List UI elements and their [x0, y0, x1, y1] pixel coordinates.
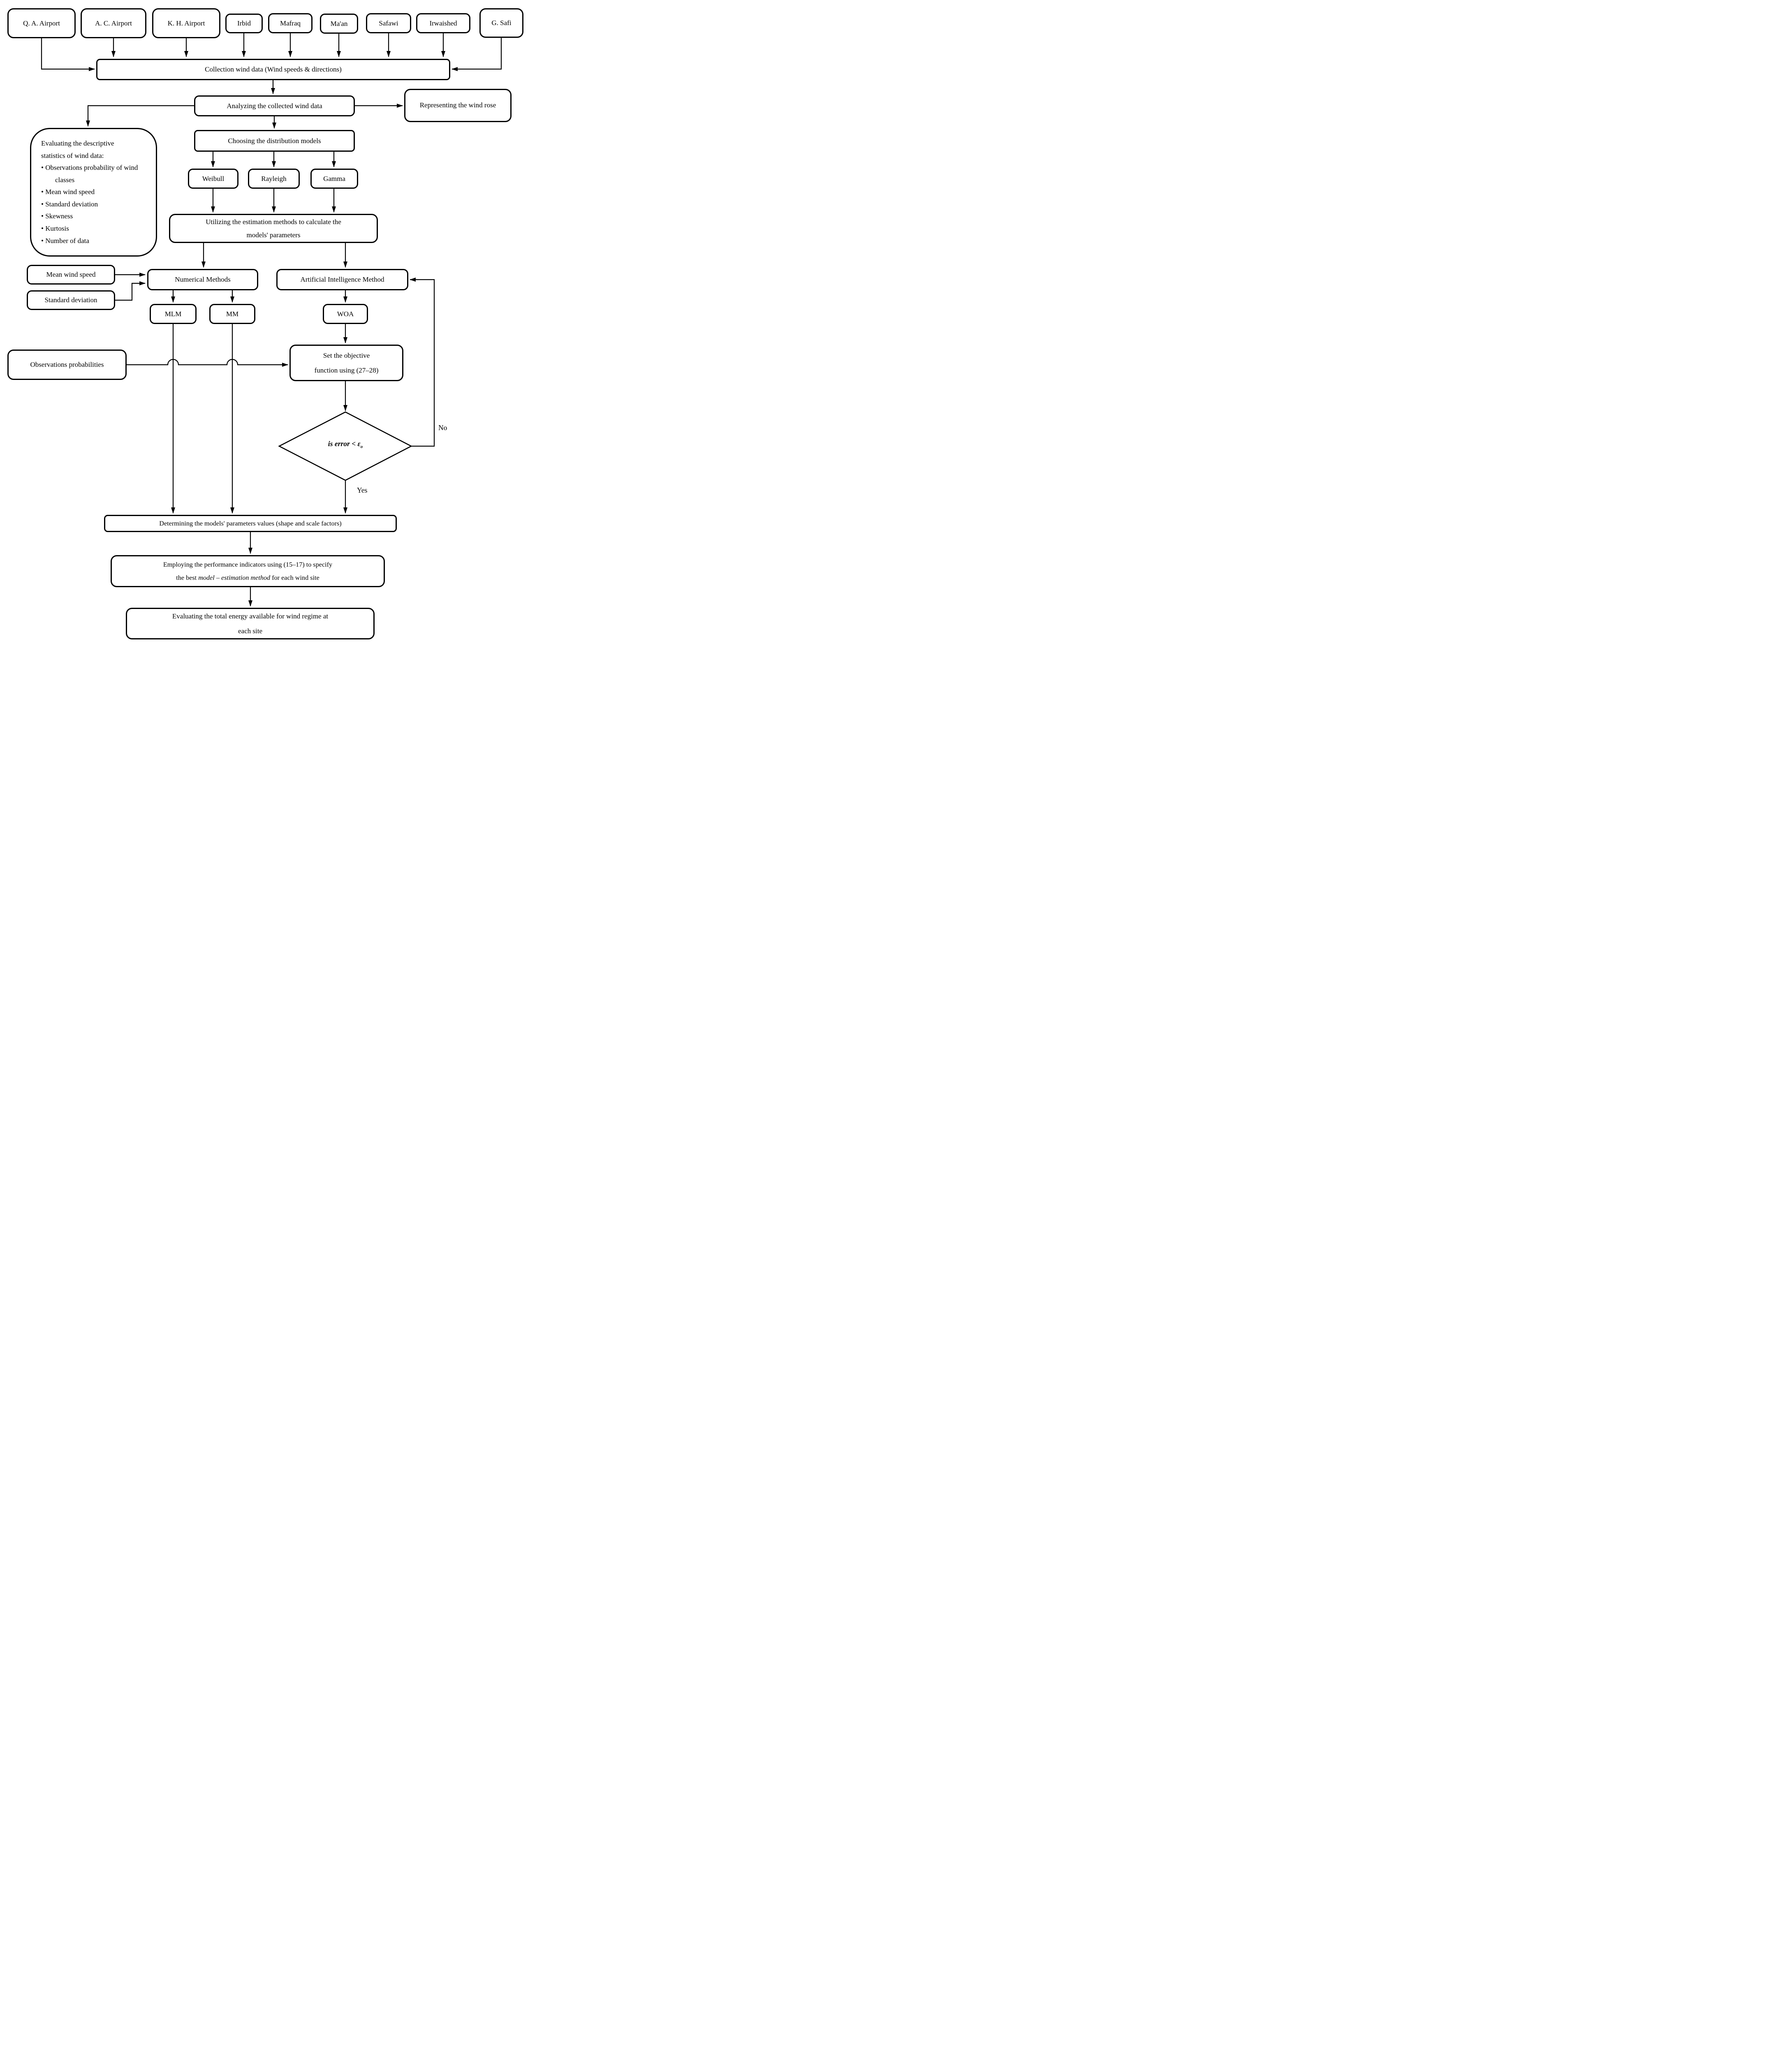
process-label-line2: the best model – estimation method for e… — [176, 571, 319, 584]
process-label: Analyzing the collected wind data — [227, 102, 322, 110]
statistics-bullet: Standard deviation — [41, 198, 151, 211]
statistics-bullet: Kurtosis — [41, 222, 151, 235]
statistics-bullet: Number of data — [41, 235, 151, 247]
process-employing-performance-indicators: Employing the performance indicators usi… — [111, 555, 385, 587]
process-artificial-intelligence-method: Artificial Intelligence Method — [276, 269, 408, 290]
method-label: MM — [226, 310, 239, 318]
process-evaluating-total-energy: Evaluating the total energy available fo… — [126, 608, 375, 639]
process-label-line2: each site — [238, 627, 262, 635]
process-utilizing-estimation-methods: Utilizing the estimation methods to calc… — [169, 214, 378, 243]
input-box-mean-wind-speed: Mean wind speed — [27, 265, 115, 285]
source-label: Mafraq — [280, 19, 301, 27]
input-box-standard-deviation: Standard deviation — [27, 290, 115, 310]
process-numerical-methods: Numerical Methods — [147, 269, 258, 290]
line2-italic: model – estimation method — [198, 574, 271, 581]
source-box-ac-airport: A. C. Airport — [81, 8, 146, 38]
model-box-rayleigh: Rayleigh — [248, 169, 300, 189]
process-label: Numerical Methods — [175, 276, 231, 284]
process-collection-wind-data: Collection wind data (Wind speeds & dire… — [96, 59, 450, 80]
statistics-title-line1: Evaluating the descriptive — [41, 139, 114, 147]
process-label-line1: Evaluating the total energy available fo… — [172, 612, 329, 620]
source-box-mafraq: Mafraq — [268, 13, 313, 33]
process-label-line1: Set the objective — [323, 351, 370, 359]
source-box-qa-airport: Q. A. Airport — [7, 8, 76, 38]
source-label: Q. A. Airport — [23, 19, 60, 27]
input-label: Observations probabilities — [30, 361, 104, 369]
source-label: Irbid — [237, 19, 251, 28]
decision-diamond — [278, 411, 412, 481]
input-label: Mean wind speed — [46, 271, 96, 279]
source-label: Safawi — [379, 19, 398, 27]
statistics-bullet: Skewness — [41, 210, 151, 222]
process-representing-wind-rose: Representing the wind rose — [404, 89, 512, 122]
process-set-objective-function: Set the objective function using (27–28) — [289, 345, 403, 381]
process-determining-parameters: Determining the models' parameters value… — [104, 515, 397, 532]
statistics-summary-box: Evaluating the descriptive statistics of… — [30, 128, 157, 257]
model-label: Gamma — [323, 174, 345, 183]
source-box-irwaished: Irwaished — [416, 13, 470, 33]
source-label: A. C. Airport — [95, 19, 132, 27]
process-label: Artificial Intelligence Method — [300, 276, 384, 284]
method-box-mlm: MLM — [150, 304, 197, 324]
source-label: Ma'an — [330, 19, 348, 28]
line2-suffix: for each wind site — [270, 574, 320, 581]
arrow-observations-to-objective — [127, 359, 288, 367]
flowchart-canvas: Q. A. Airport A. C. Airport K. H. Airpor… — [0, 0, 526, 642]
decision-subscript: o — [360, 444, 363, 449]
method-label: MLM — [164, 310, 182, 318]
process-label: Collection wind data (Wind speeds & dire… — [205, 65, 342, 74]
source-label: Irwaished — [429, 19, 457, 27]
arrow-no-loop-to-ai — [410, 278, 435, 447]
process-label-line1: Utilizing the estimation methods to calc… — [206, 218, 341, 226]
process-label: Choosing the distribution models — [228, 137, 321, 145]
arrow-qa-to-collection — [41, 38, 95, 71]
process-label-line1: Employing the performance indicators usi… — [163, 560, 333, 568]
source-box-kh-airport: K. H. Airport — [152, 8, 220, 38]
branch-label-no: No — [438, 424, 447, 432]
statistics-title-line2: statistics of wind data: — [41, 151, 104, 160]
statistics-bullet: Observations probability of wind classes — [41, 162, 151, 186]
method-box-mm: MM — [209, 304, 255, 324]
method-label: WOA — [337, 310, 354, 318]
arrow-stddev-to-numerical — [115, 281, 146, 301]
method-box-woa: WOA — [323, 304, 368, 324]
process-label: Determining the models' parameters value… — [159, 519, 342, 527]
arrow-gsafi-to-collection — [451, 38, 502, 71]
branch-label-yes: Yes — [357, 486, 368, 494]
source-box-gsafi: G. Safi — [479, 8, 523, 38]
connector-layer — [41, 33, 502, 607]
statistics-bullet: Mean wind speed — [41, 186, 151, 198]
line2-prefix: the best — [176, 574, 199, 581]
model-box-weibull: Weibull — [188, 169, 238, 189]
source-box-maan: Ma'an — [320, 14, 358, 34]
statistics-bullet-list: Observations probability of wind classes… — [41, 162, 151, 247]
model-label: Weibull — [202, 174, 225, 183]
input-label: Standard deviation — [44, 296, 97, 304]
process-choosing-distribution-models: Choosing the distribution models — [194, 130, 355, 152]
source-label: G. Safi — [491, 19, 512, 27]
input-box-observations-probabilities: Observations probabilities — [7, 350, 127, 380]
source-label: K. H. Airport — [167, 19, 205, 27]
model-label: Rayleigh — [261, 174, 287, 183]
arrow-analyzing-to-statistics — [86, 105, 194, 127]
process-label-line2: function using (27–28) — [314, 366, 379, 374]
decision-text: is error < ε — [328, 440, 361, 448]
process-analyzing-wind-data: Analyzing the collected wind data — [194, 95, 355, 116]
source-box-irbid: Irbid — [225, 14, 263, 33]
model-box-gamma: Gamma — [310, 169, 358, 189]
decision-label: is error < εo — [295, 440, 396, 449]
process-label: Representing the wind rose — [419, 101, 496, 109]
process-label-line2: models' parameters — [246, 231, 301, 239]
source-box-safawi: Safawi — [366, 13, 411, 33]
